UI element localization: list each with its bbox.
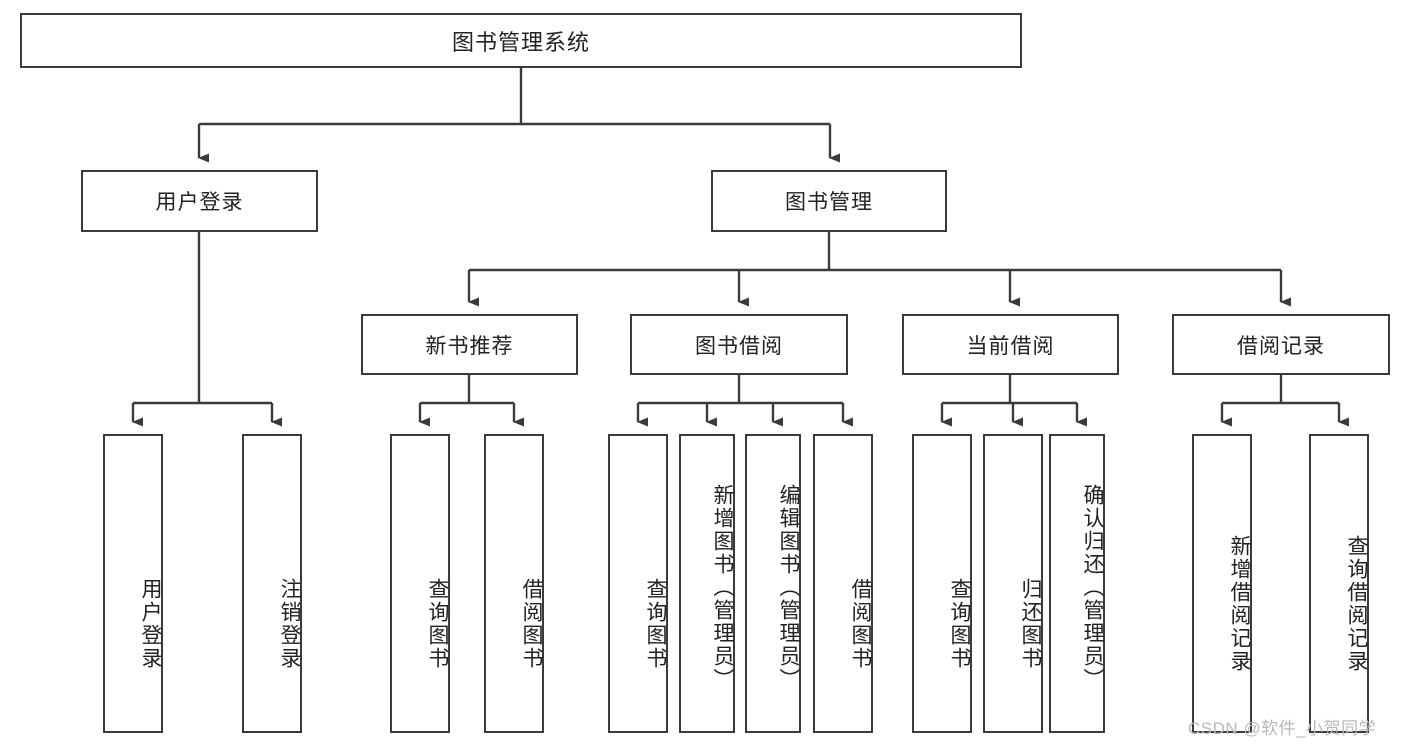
node-leaf-confirm-return-admin[interactable]: 确认归还（管理员） bbox=[1049, 434, 1105, 733]
node-leaf-add-book-admin[interactable]: 新增图书（管理员） bbox=[679, 434, 735, 733]
node-leaf-logout[interactable]: 注销登录 bbox=[242, 434, 302, 733]
node-user-login[interactable]: 用户登录 bbox=[81, 170, 318, 232]
node-label: 借阅图书 bbox=[849, 577, 872, 670]
node-leaf-user-login[interactable]: 用户登录 bbox=[103, 434, 163, 733]
node-leaf-return-book[interactable]: 归还图书 bbox=[983, 434, 1043, 733]
node-label: 当前借阅 bbox=[966, 334, 1055, 358]
node-label: 用户登录 bbox=[155, 191, 244, 214]
node-label: 新增借阅记录 bbox=[1228, 534, 1251, 673]
node-leaf-query-book-borrow[interactable]: 查询图书 bbox=[608, 434, 668, 733]
node-leaf-add-borrow-record[interactable]: 新增借阅记录 bbox=[1192, 434, 1252, 733]
node-root-book-management-system[interactable]: 图书管理系统 bbox=[20, 13, 1022, 68]
node-label: 图书管理系统 bbox=[451, 29, 590, 55]
node-label: 确认归还（管理员） bbox=[1081, 484, 1104, 691]
node-label: 查询图书 bbox=[426, 577, 449, 670]
node-book-management[interactable]: 图书管理 bbox=[711, 170, 947, 232]
node-leaf-edit-book-admin[interactable]: 编辑图书（管理员） bbox=[745, 434, 801, 733]
node-borrowing-record[interactable]: 借阅记录 bbox=[1172, 314, 1390, 375]
node-current-borrowing[interactable]: 当前借阅 bbox=[902, 314, 1119, 375]
node-label: 新书推荐 bbox=[425, 334, 514, 358]
node-label: 编辑图书（管理员） bbox=[777, 484, 800, 691]
node-label: 图书借阅 bbox=[695, 334, 783, 358]
node-label: 查询借阅记录 bbox=[1345, 534, 1368, 673]
node-label: 用户登录 bbox=[139, 577, 162, 670]
node-label: 查询图书 bbox=[644, 577, 667, 670]
node-label: 查询图书 bbox=[948, 577, 971, 670]
node-label: 借阅记录 bbox=[1237, 334, 1325, 358]
node-leaf-query-borrow-record[interactable]: 查询借阅记录 bbox=[1309, 434, 1369, 733]
node-label: 新增图书（管理员） bbox=[711, 484, 734, 691]
node-leaf-borrow-book-borrow[interactable]: 借阅图书 bbox=[813, 434, 873, 733]
node-book-borrowing[interactable]: 图书借阅 bbox=[630, 314, 848, 375]
csdn-watermark: CSDN @软件_小贺同学 bbox=[1188, 719, 1377, 738]
node-label: 借阅图书 bbox=[520, 577, 543, 670]
node-leaf-query-book-newbook[interactable]: 查询图书 bbox=[390, 434, 450, 733]
node-label: 归还图书 bbox=[1019, 577, 1042, 670]
node-new-book-recommendation[interactable]: 新书推荐 bbox=[361, 314, 578, 375]
node-label: 注销登录 bbox=[278, 577, 301, 670]
node-leaf-borrow-book-newbook[interactable]: 借阅图书 bbox=[484, 434, 544, 733]
node-leaf-query-book-current[interactable]: 查询图书 bbox=[912, 434, 972, 733]
node-label: 图书管理 bbox=[785, 191, 873, 214]
